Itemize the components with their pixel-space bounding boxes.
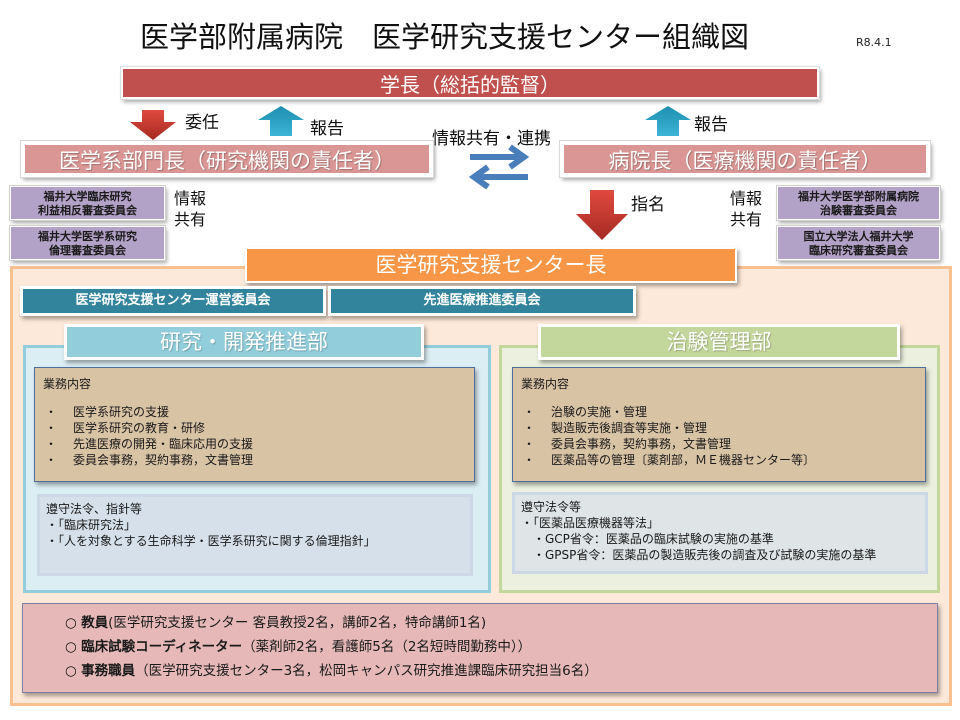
law-item: ・「医薬品医療機器等法」: [521, 516, 660, 530]
staff-detail: （医学研究支援センター3名，松岡キャンパス研究推進課臨床研究担当6名）: [135, 663, 598, 679]
info-share-link-label: 情報共有・連携: [432, 129, 551, 149]
medical-faculty-chief-box: 医学系部門長（研究機関の責任者）: [20, 140, 434, 178]
coi-committee-box: 福井大学臨床研究 利益相反審査委員会: [9, 185, 166, 221]
appoint-arrow-icon: [576, 190, 628, 240]
info-share-right: 情報 共有: [730, 188, 762, 230]
duty-item: ・先進医療の開発・臨床応用の支援: [45, 437, 254, 451]
law-item: ・「人を対象とする生命科学・医学系研究に関する倫理指針」: [46, 534, 376, 548]
delegate-arrow-icon: [130, 110, 176, 140]
staff-detail: （薬剤師2名，看護師5名（2名短時間勤務中））: [242, 639, 532, 655]
committee-line: 福井大学臨床研究: [43, 190, 132, 203]
research-dept-title: 研究・開発推進部: [64, 324, 424, 360]
staff-line-crc: ○ 臨床試験コーディネーター（薬剤師2名，看護師5名（2名短時間勤務中））: [65, 639, 532, 655]
staff-line-admin: ○ 事務職員（医学研究支援センター3名，松岡キャンパス研究推進課臨床研究担当6名…: [65, 663, 598, 679]
president-box: 学長（総括的監督）: [120, 66, 820, 100]
bidirectional-arrows-icon: [468, 144, 530, 190]
duty-item: ・委員会事務，契約事務，文書管理: [45, 453, 254, 467]
report-arrow-right-icon: [645, 106, 691, 136]
appoint-label: 指名: [631, 195, 665, 215]
delegate-label: 委任: [185, 113, 219, 133]
staff-box: ○ 教員(医学研究支援センター 客員教授2名，講師2名，特命講師1名) ○ 臨床…: [22, 603, 938, 693]
committee-line: 福井大学医学部附属病院: [798, 190, 919, 203]
report-label-left: 報告: [310, 119, 344, 139]
ethics-committee-box: 福井大学医学系研究 倫理審査委員会: [9, 225, 166, 261]
hospital-director-box: 病院長（医療機関の責任者）: [559, 140, 931, 178]
committee-line: 福井大学医学系研究: [38, 230, 137, 243]
info-share-line: 情報: [174, 189, 207, 208]
info-share-line: 共有: [174, 210, 207, 229]
info-share-line: 共有: [730, 210, 763, 229]
revision-date: R8.4.1: [856, 36, 892, 49]
irb-committee-box: 福井大学医学部附属病院 治験審査委員会: [776, 185, 941, 221]
committee-line: 倫理審査委員会: [49, 244, 126, 257]
committee-line: 利益相反審査委員会: [38, 204, 137, 217]
law-item: ・GPSP省令：医薬品の製造販売後の調査及び試験の実施の基準: [521, 548, 877, 562]
staff-detail: (医学研究支援センター 客員教授2名，講師2名，特命講師1名): [108, 615, 487, 631]
law-title: 遵守法令、指針等: [46, 502, 143, 516]
law-item: ・GCP省令：医薬品の臨床試験の実施の基準: [521, 532, 774, 546]
staff-role: 臨床試験コーディネーター: [81, 639, 243, 655]
duty-item: ・製造販売後調査等実施・管理: [523, 421, 708, 435]
staff-role: 教員: [81, 615, 109, 631]
research-laws-box: 遵守法令、指針等 ・「臨床研究法」 ・「人を対象とする生命科学・医学系研究に関す…: [37, 494, 473, 576]
report-arrow-left-icon: [258, 106, 304, 136]
law-item: ・「臨床研究法」: [46, 518, 137, 532]
duty-title: 業務内容: [43, 377, 92, 391]
report-label-right: 報告: [694, 115, 728, 135]
center-director-box: 医学研究支援センター長: [245, 247, 737, 283]
staff-role: 事務職員: [81, 663, 136, 679]
committee-line: 国立大学法人福井大学: [803, 230, 914, 243]
duty-title: 業務内容: [521, 377, 570, 391]
duty-item: ・医学系研究の支援: [45, 405, 170, 419]
committee-line: 臨床研究審査委員会: [809, 244, 908, 257]
info-share-line: 情報: [730, 189, 763, 208]
clinical-trial-laws-box: 遵守法令等 ・「医薬品医療機器等法」 ・GCP省令：医薬品の臨床試験の実施の基準…: [512, 492, 928, 574]
crb-committee-box: 国立大学法人福井大学 臨床研究審査委員会: [776, 225, 941, 261]
duty-item: ・医学系研究の教育・研修: [45, 421, 206, 435]
info-share-left: 情報 共有: [174, 188, 206, 230]
clinical-trial-duties-box: 業務内容 ・治験の実施・管理 ・製造販売後調査等実施・管理 ・委員会事務，契約事…: [512, 367, 926, 482]
steering-committee-box: 医学研究支援センター運営委員会: [20, 286, 326, 316]
staff-line-faculty: ○ 教員(医学研究支援センター 客員教授2名，講師2名，特命講師1名): [65, 615, 487, 631]
duty-item: ・治験の実施・管理: [523, 405, 648, 419]
clinical-trial-dept-title: 治験管理部: [538, 324, 900, 360]
page-title: 医学部附属病院 医学研究支援センター組織図: [140, 20, 750, 54]
research-duties-box: 業務内容 ・医学系研究の支援 ・医学系研究の教育・研修 ・先進医療の開発・臨床応…: [34, 367, 475, 482]
duty-item: ・委員会事務，契約事務，文書管理: [523, 437, 732, 451]
advanced-medicine-committee-box: 先進医療推進委員会: [328, 286, 636, 316]
duty-item: ・医薬品等の管理〔薬剤部，ＭＥ機器センター等〕: [523, 453, 816, 467]
committee-line: 治験審査委員会: [820, 204, 897, 217]
law-title: 遵守法令等: [521, 500, 582, 514]
